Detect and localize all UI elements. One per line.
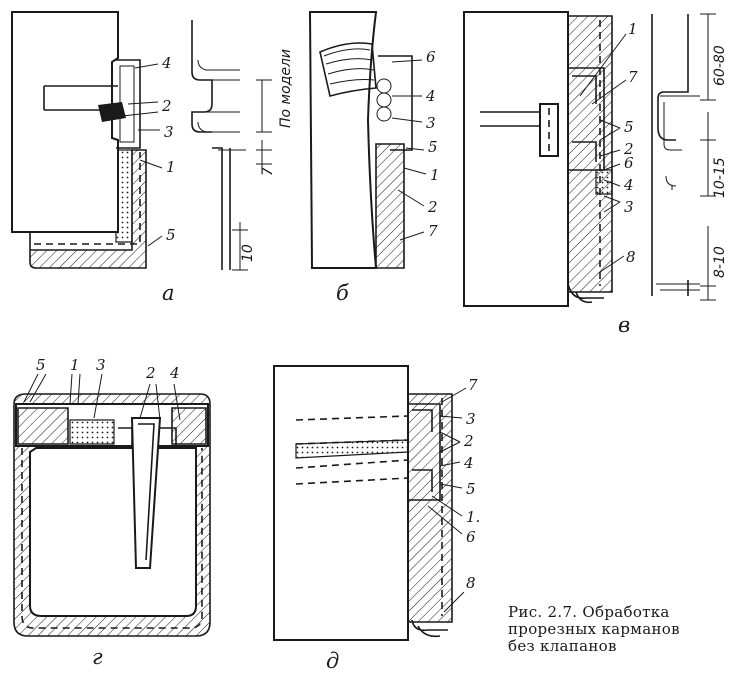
panel-a-label-3: 3 [164, 123, 174, 141]
sketch-v-inner [656, 95, 700, 291]
panel-a-lead [121, 63, 163, 247]
panel-d-welt-bottom [295, 459, 409, 485]
sketch-a-inner [197, 59, 246, 151]
panel-v-dimension-sketch: 60-80 10-15 8-10 [651, 13, 728, 301]
panel-a-label-5: 5 [166, 226, 176, 244]
sketch-a-outer [191, 20, 231, 270]
panel-a-dimension-sketch: По модели 7 10 [191, 20, 294, 271]
dim-v-top: 60-80 [712, 45, 728, 86]
panel-g-lead [23, 373, 181, 421]
panel-g-label-2: 2 [145, 364, 156, 382]
dim-a-10: 10 [240, 244, 256, 262]
dim-a-model: По модели [278, 49, 294, 128]
panel-g-bag [130, 417, 162, 569]
panel-v-corner [595, 169, 613, 195]
panel-g-label-4: 4 [169, 364, 180, 382]
caption-line-1: Рис. 2.7. Обработка [508, 603, 670, 621]
panel-v-label-4: 4 [623, 176, 634, 194]
panel-g-label-1: 1 [70, 356, 80, 374]
caption-line-3: без клапанов [508, 637, 617, 655]
panel-v-garment [463, 11, 569, 307]
dim-v-bot: 8-10 [712, 246, 728, 278]
panel-d-label-8: 8 [466, 574, 476, 592]
panel-b-lead [391, 59, 427, 241]
panel-g-bag-inner [118, 423, 177, 561]
panel-b-label-4: 4 [425, 87, 436, 105]
panel-b-welt-hatch [323, 48, 375, 85]
panel-a-label-4: 4 [161, 54, 172, 72]
panel-b-letter: б [336, 281, 349, 305]
panel-b-facing [378, 55, 413, 151]
panel-v-pocket [480, 111, 540, 127]
panel-a-bag [98, 102, 126, 122]
panel-b-lining [375, 143, 405, 269]
panel-d-label-4: 4 [463, 454, 474, 472]
panel-d: 7 3 2 4 5 1. 6 8 д [273, 365, 480, 673]
panel-g-label-3: 3 [96, 356, 106, 374]
panel-a: 4 2 3 1 5 а [11, 11, 176, 305]
panel-v-label-6: 6 [624, 154, 634, 172]
panel-b-label-3: 3 [426, 114, 436, 132]
panel-d-label-2: 2 [463, 432, 474, 450]
panel-v: 1 7 5 2 6 4 3 8 в [463, 11, 638, 337]
panel-v-facing [568, 67, 605, 171]
panel-v-label-1: 1 [628, 20, 638, 38]
panel-v-label-7: 7 [628, 68, 638, 86]
panel-d-label-7: 7 [468, 376, 478, 394]
panel-v-label-8: 8 [626, 248, 636, 266]
panel-a-label-1: 1 [166, 158, 176, 176]
panel-v-hem [567, 283, 604, 304]
panel-v-label-5: 5 [624, 118, 634, 136]
panel-v-label-2: 2 [623, 140, 634, 158]
caption-line-2: прорезных карманов [508, 620, 680, 638]
panel-v-label-3: 3 [624, 198, 634, 216]
panel-a-garment [11, 11, 119, 233]
panel-v-letter: в [618, 313, 630, 337]
panel-a-welt-top [116, 59, 141, 149]
panel-b-cords [376, 78, 392, 122]
panel-g-inner [29, 447, 197, 617]
figure-caption: Рис. 2.7. Обработка прорезных карманов б… [508, 604, 713, 655]
sketch-v-dimlines [700, 13, 716, 301]
panel-g-label-5: 5 [36, 356, 46, 374]
panel-g-top-hatch [17, 407, 207, 445]
dim-v-mid: 10-15 [712, 157, 728, 198]
sketch-a-dimlines [232, 79, 272, 271]
panel-g-frame-dash [21, 448, 203, 629]
panel-d-label-6: 6 [466, 528, 476, 546]
panel-d-garment [273, 365, 409, 641]
panel-g-letter: г [92, 645, 103, 669]
panel-b-label-1: 1 [430, 166, 440, 184]
panel-d-lead [427, 387, 467, 613]
panel-a-label-2: 2 [161, 97, 172, 115]
panel-b: 6 4 3 5 1 2 7 б [308, 11, 440, 305]
panel-d-label-5: 5 [466, 480, 476, 498]
panel-v-bag [539, 103, 559, 157]
panel-b-label-6: 6 [426, 48, 436, 66]
panel-a-letter: а [162, 281, 175, 305]
panel-d-welt-shade [295, 439, 409, 459]
panel-d-hem [411, 619, 448, 638]
panel-d-letter: д [326, 649, 339, 673]
sketch-v-outer [651, 14, 689, 296]
panel-b-label-7: 7 [428, 222, 438, 240]
panel-b-label-2: 2 [427, 198, 438, 216]
panel-g: 5 1 3 2 4 г [13, 356, 211, 669]
panel-b-welt-shape [319, 42, 377, 97]
panel-d-label-3: 3 [466, 410, 476, 428]
panel-g-seam [69, 419, 115, 445]
panel-d-label-1: 1. [466, 508, 480, 526]
panel-b-garment [308, 11, 378, 269]
dim-a-7: 7 [260, 167, 276, 176]
panel-v-lead [579, 33, 627, 273]
panel-b-label-5: 5 [428, 138, 438, 156]
